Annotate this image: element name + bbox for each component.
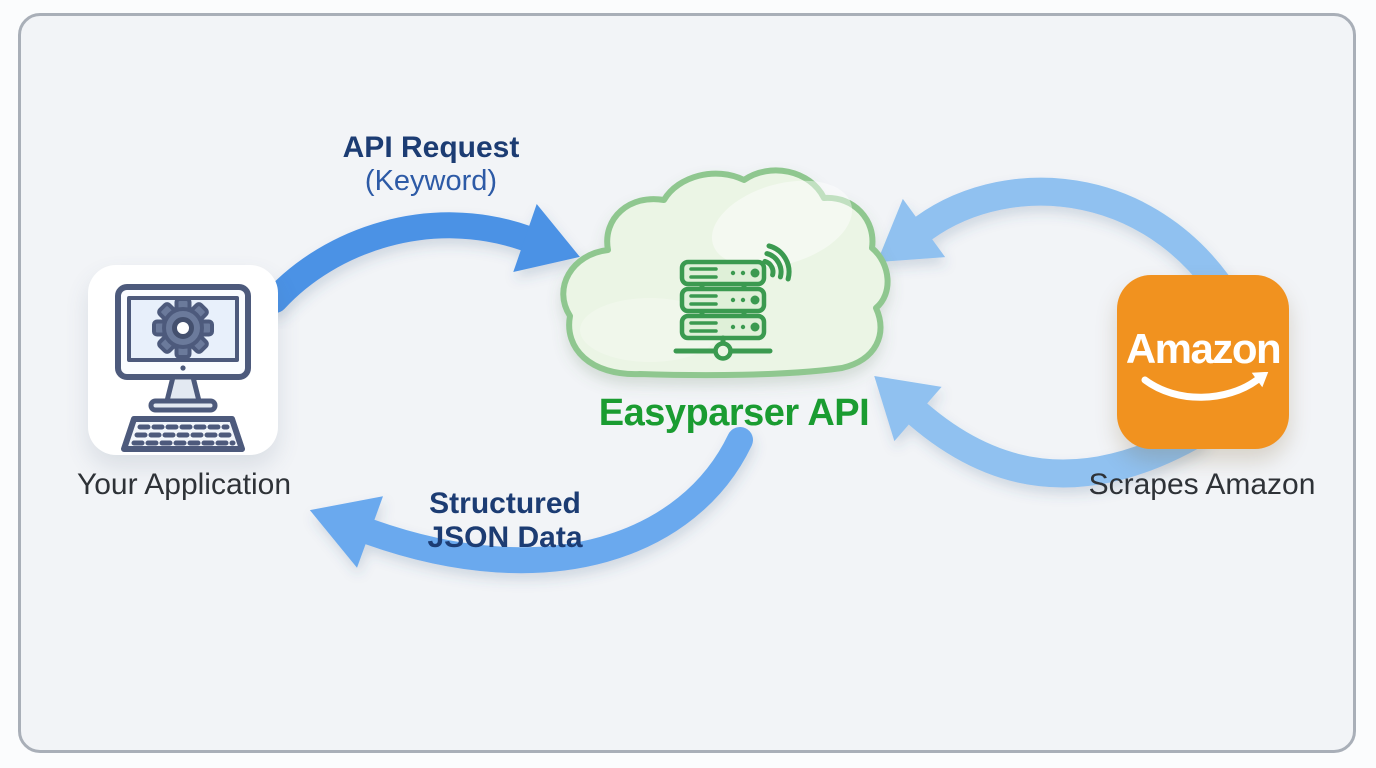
amazon-to-cloud-arrow-top bbox=[877, 177, 1252, 330]
cloud-server-wifi-icon bbox=[560, 167, 891, 379]
amazon-caption: Scrapes Amazon bbox=[1088, 468, 1316, 501]
json-response-label-line1: Structured bbox=[429, 487, 581, 520]
amazon-logo-text: Amazon bbox=[1125, 325, 1282, 372]
gear-icon bbox=[152, 297, 214, 359]
api-request-arrow bbox=[262, 203, 580, 313]
wifi-icon bbox=[762, 243, 792, 282]
json-response-label-line2: JSON Data bbox=[427, 520, 583, 554]
json-response-arrow bbox=[309, 427, 753, 574]
amazon-to-cloud-arrow-bottom bbox=[874, 375, 1206, 488]
server-rack-icon bbox=[673, 259, 773, 361]
cloud-highlight bbox=[711, 180, 853, 268]
api-request-label-line1: API Request bbox=[342, 131, 520, 164]
computer-gear-icon bbox=[115, 284, 251, 452]
application-node bbox=[88, 265, 278, 455]
application-label: Your Application bbox=[76, 468, 292, 501]
cloud-highlight-2 bbox=[580, 298, 720, 362]
api-request-label-line2: (Keyword) bbox=[364, 164, 498, 197]
api-request-label: API Request (Keyword) bbox=[281, 131, 581, 197]
easyparser-label: Easyparser API bbox=[598, 392, 870, 434]
amazon-node: Amazon bbox=[1117, 275, 1289, 449]
amazon-smile-icon bbox=[1141, 372, 1269, 401]
json-response-label: Structured JSON Data bbox=[355, 487, 655, 554]
